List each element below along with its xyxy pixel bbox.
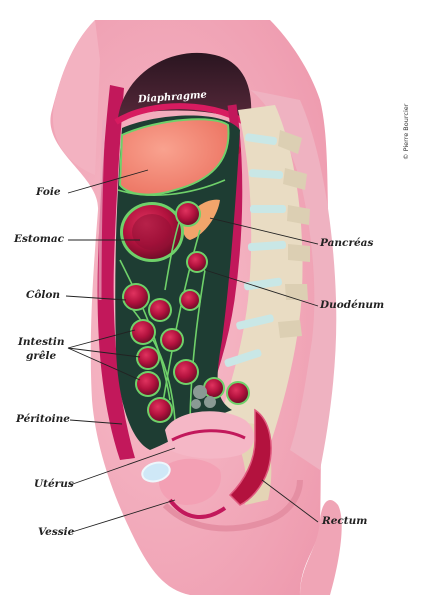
- back-wall: [250, 90, 337, 470]
- leader-foie: [67, 169, 149, 194]
- intestine-loops: [122, 201, 250, 423]
- intestine-loop: [203, 377, 225, 399]
- intestine-loop: [173, 359, 199, 385]
- leader-duodenum: [204, 269, 319, 307]
- label-pancreas: Pancréas: [320, 237, 374, 249]
- label-estomac: Estomac: [14, 233, 65, 245]
- intestine-loop: [148, 298, 172, 322]
- leader-intestin-3: [67, 347, 141, 381]
- intestine-loop: [135, 371, 161, 397]
- label-intestin: Intestin: [18, 336, 65, 348]
- pelvic-floor: [162, 479, 303, 532]
- label-grele: grêle: [26, 350, 57, 362]
- label-uterus: Utérus: [34, 478, 74, 490]
- credit-text: © Pierre Bourcier: [402, 103, 410, 160]
- uterus: [165, 411, 255, 459]
- intestine-loop: [136, 346, 160, 370]
- intestine-loop: [147, 397, 173, 423]
- intestine-loop: [160, 328, 184, 352]
- label-vessie: Vessie: [38, 526, 75, 538]
- label-colon: Côlon: [26, 289, 60, 301]
- colon-content: [191, 385, 216, 409]
- intestine-loop: [226, 381, 250, 405]
- credit-container: © Pierre Bourcier: [402, 80, 412, 160]
- leader-lines: [65, 169, 319, 533]
- intestine-loop: [130, 319, 156, 345]
- abdominal-wall: [97, 85, 135, 460]
- leader-intestin-2: [67, 347, 141, 358]
- leader-peritoine: [69, 419, 123, 425]
- pancreas: [182, 199, 220, 240]
- leader-vessie: [71, 499, 176, 533]
- intestine-loop: [179, 289, 201, 311]
- leader-colon: [65, 295, 127, 301]
- label-duodenum: Duodénum: [320, 299, 385, 311]
- rectum: [228, 408, 272, 506]
- leader-intestin-1: [67, 329, 136, 349]
- leader-uterus: [69, 447, 176, 486]
- bladder: [141, 458, 227, 520]
- label-rectum: Rectum: [322, 515, 368, 527]
- leader-rectum: [261, 479, 319, 523]
- label-foie: Foie: [36, 186, 61, 198]
- colon-loop: [122, 283, 150, 311]
- duodenum-loop: [186, 251, 208, 273]
- stomach: [120, 202, 184, 262]
- colon-loop: [175, 201, 201, 227]
- label-peritoine: Péritoine: [16, 413, 70, 425]
- leader-pancreas: [209, 217, 319, 245]
